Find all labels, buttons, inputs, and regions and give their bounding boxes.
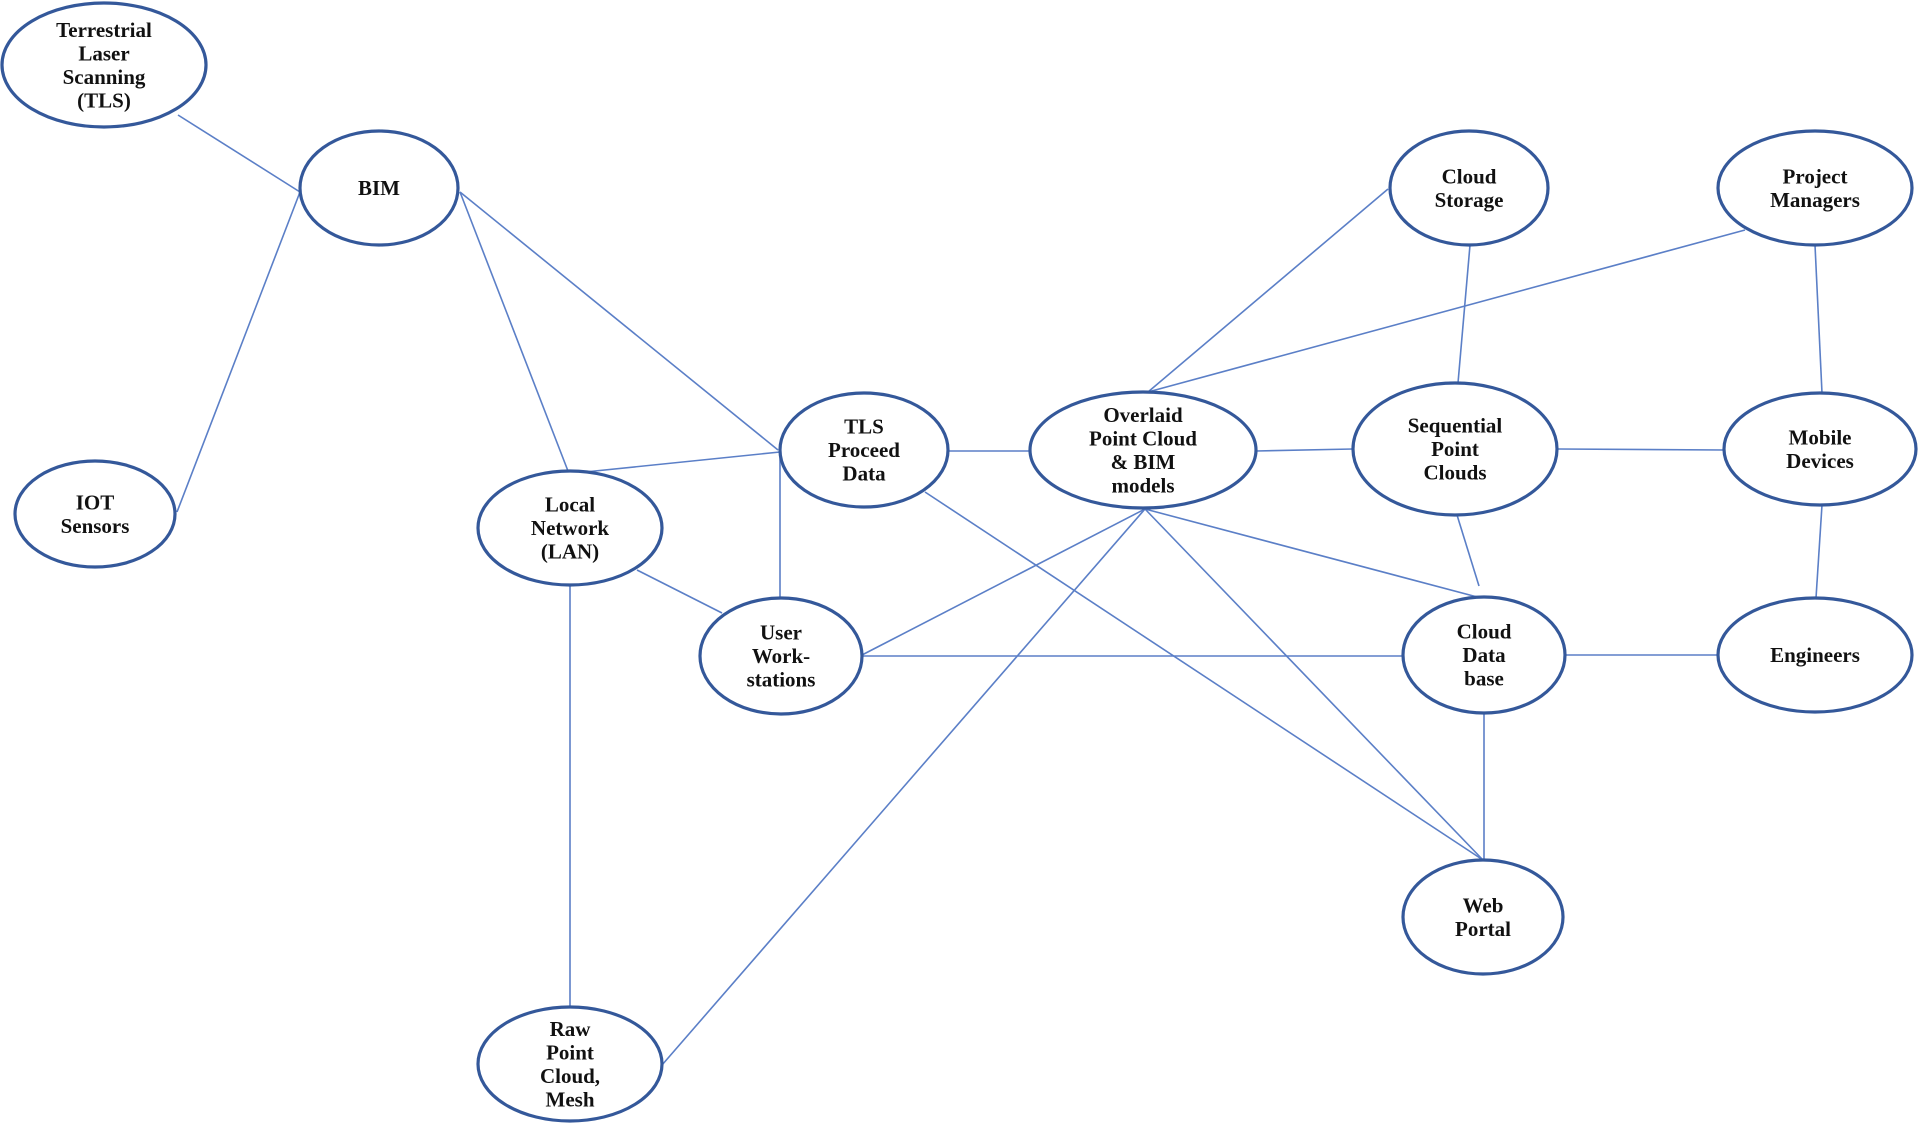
node-label: User bbox=[760, 621, 802, 645]
node-ellipse bbox=[1716, 596, 1914, 714]
node-label: Laser bbox=[78, 41, 129, 65]
node-label: Mobile bbox=[1789, 425, 1852, 449]
node-label: Cloud, bbox=[540, 1064, 600, 1088]
node-label: IOT bbox=[76, 490, 115, 514]
node-label: (TLS) bbox=[77, 88, 131, 112]
node-eng[interactable]: Engineers bbox=[1716, 596, 1914, 714]
node-label: Sequential bbox=[1408, 414, 1503, 438]
node-label: Devices bbox=[1786, 449, 1854, 473]
edge-pm-mobile bbox=[1814, 244, 1823, 394]
node-ellipse bbox=[476, 469, 664, 587]
edge-tls-bim bbox=[177, 114, 301, 193]
node-label: TLS bbox=[844, 415, 884, 439]
node-ellipse bbox=[1716, 129, 1914, 247]
edge-mobile-eng bbox=[1815, 504, 1823, 599]
node-label: Scanning bbox=[63, 65, 146, 89]
node-label: Sensors bbox=[61, 514, 130, 538]
edge-overlaid-userws bbox=[861, 508, 1146, 656]
node-label: Work- bbox=[752, 644, 810, 668]
node-label: Point bbox=[1431, 437, 1479, 461]
node-bim[interactable]: BIM bbox=[298, 129, 460, 247]
node-ellipse bbox=[13, 459, 177, 569]
node-label: Point bbox=[546, 1040, 594, 1064]
node-ellipse bbox=[1401, 858, 1565, 976]
edge-tlspd-web bbox=[924, 491, 1484, 861]
edges-layer bbox=[176, 114, 1823, 1066]
edge-overlaid-storage bbox=[1147, 188, 1389, 393]
node-label: Overlaid bbox=[1103, 403, 1183, 427]
node-label: Storage bbox=[1435, 188, 1504, 212]
node-label: Engineers bbox=[1770, 643, 1860, 667]
node-label: Portal bbox=[1455, 917, 1511, 941]
node-label: BIM bbox=[358, 176, 400, 200]
node-label: Mesh bbox=[546, 1087, 595, 1111]
node-ellipse bbox=[298, 129, 460, 247]
node-label: Terrestrial bbox=[56, 18, 152, 42]
node-label: Project bbox=[1783, 164, 1848, 188]
node-label: Cloud bbox=[1457, 620, 1512, 644]
edge-overlaid-raw bbox=[661, 508, 1146, 1066]
node-ellipse bbox=[0, 1, 208, 129]
node-label: Proceed bbox=[828, 438, 900, 462]
edge-bim-lan bbox=[459, 191, 569, 472]
node-label: Data bbox=[1462, 643, 1506, 667]
node-label: & BIM bbox=[1111, 450, 1176, 474]
node-label: (LAN) bbox=[541, 540, 599, 564]
edge-seq-mobile bbox=[1557, 448, 1725, 451]
edge-overlaid-clouddb bbox=[1144, 508, 1482, 599]
node-ellipse bbox=[1401, 595, 1567, 715]
edge-overlaid-pm bbox=[1147, 229, 1746, 393]
node-ellipse bbox=[1388, 129, 1550, 247]
node-label: Web bbox=[1463, 893, 1504, 917]
node-label: models bbox=[1112, 473, 1175, 497]
edge-storage-seq bbox=[1457, 244, 1471, 384]
edge-bim-tlspd bbox=[459, 191, 779, 451]
node-label: Point Cloud bbox=[1089, 426, 1197, 450]
edge-lan-tlspd bbox=[584, 451, 781, 473]
edge-lan-userws bbox=[636, 569, 723, 614]
node-label: Local bbox=[545, 493, 595, 517]
node-ellipse bbox=[1722, 391, 1918, 507]
edge-seq-clouddb bbox=[1456, 514, 1480, 587]
node-label: Managers bbox=[1770, 188, 1860, 212]
node-label: Cloud bbox=[1442, 164, 1497, 188]
node-label: Network bbox=[531, 516, 609, 540]
node-label: Raw bbox=[550, 1017, 592, 1041]
node-ellipse bbox=[698, 596, 864, 716]
node-label: base bbox=[1464, 667, 1504, 691]
edge-overlaid-web bbox=[1144, 508, 1484, 861]
edge-bim-iot bbox=[176, 191, 301, 513]
node-ellipse bbox=[476, 1005, 664, 1123]
node-label: stations bbox=[747, 668, 816, 692]
node-ellipse bbox=[1028, 390, 1258, 510]
edge-overlaid-seq bbox=[1255, 448, 1354, 452]
node-ellipse bbox=[1351, 381, 1559, 517]
node-label: Data bbox=[842, 462, 886, 486]
node-label: Clouds bbox=[1423, 461, 1486, 485]
node-ellipse bbox=[778, 391, 950, 509]
